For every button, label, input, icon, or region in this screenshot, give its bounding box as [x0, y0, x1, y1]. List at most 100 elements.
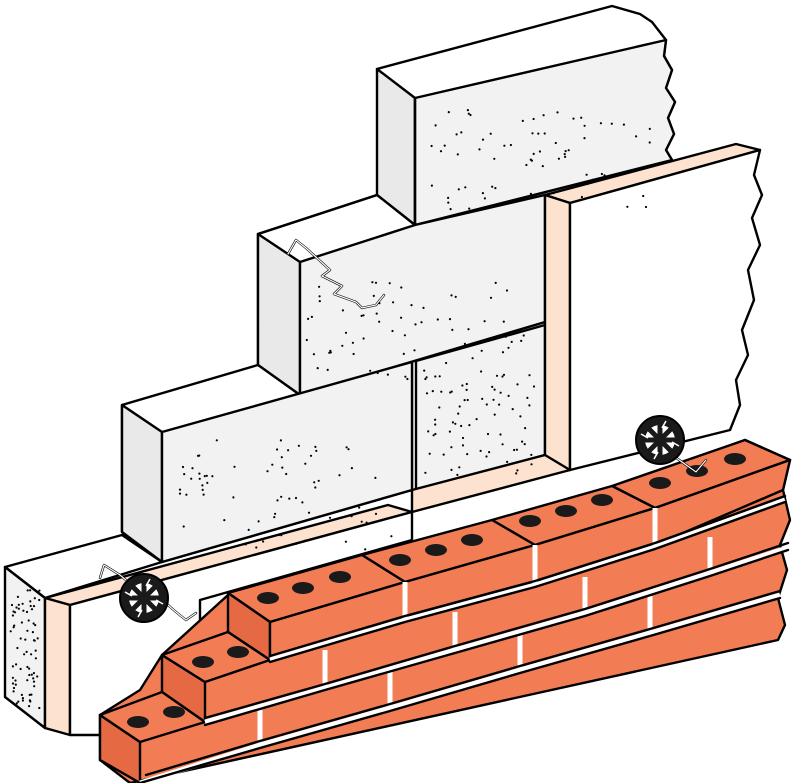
texture-dot: [467, 112, 470, 115]
texture-dot: [12, 686, 16, 690]
texture-dot: [16, 646, 19, 650]
texture-dot: [314, 445, 317, 448]
texture-dot: [277, 533, 281, 537]
texture-dot: [567, 149, 570, 152]
texture-dot: [297, 444, 300, 447]
texture-dot: [466, 398, 469, 402]
texture-dot: [26, 665, 29, 669]
texture-dot: [262, 540, 265, 543]
texture-dot: [21, 602, 24, 605]
texture-dot: [273, 516, 276, 519]
texture-dot: [635, 135, 638, 138]
texture-dot: [215, 439, 218, 442]
texture-dot: [481, 397, 484, 400]
texture-dot: [414, 323, 417, 326]
texture-dot: [505, 289, 509, 292]
texture-dot: [360, 520, 363, 523]
texture-dot: [439, 150, 443, 153]
texture-dot: [572, 117, 575, 120]
texture-dot: [280, 534, 283, 537]
texture-dot: [178, 492, 182, 495]
wall-tie-upper: [286, 238, 386, 310]
texture-dot: [280, 456, 283, 459]
texture-dot: [445, 361, 448, 365]
texture-dot: [610, 122, 613, 125]
texture-dot: [456, 473, 459, 476]
texture-dot: [449, 208, 452, 211]
texture-dot: [423, 369, 426, 372]
texture-dot: [458, 466, 461, 469]
texture-dot: [438, 375, 441, 378]
texture-dot: [32, 677, 35, 680]
texture-dot: [274, 512, 277, 515]
texture-dot: [425, 392, 429, 395]
texture-dot: [15, 606, 18, 609]
texture-dot: [344, 331, 348, 334]
texture-dot: [431, 390, 434, 393]
texture-dot: [471, 357, 474, 360]
texture-dot: [362, 314, 365, 317]
texture-dot: [413, 349, 416, 352]
texture-dot: [430, 144, 433, 148]
texture-dot: [506, 460, 509, 463]
texture-dot: [466, 109, 469, 112]
texture-dot: [247, 528, 250, 532]
texture-dot: [318, 285, 321, 288]
texture-dot: [532, 117, 535, 121]
texture-dot: [438, 406, 441, 409]
texture-dot: [32, 605, 36, 608]
texture-dot: [447, 201, 450, 204]
texture-dot: [478, 148, 481, 151]
texture-dot: [457, 188, 460, 191]
texture-dot: [516, 469, 519, 472]
texture-dot: [448, 318, 452, 321]
texture-dot: [33, 685, 36, 688]
retaining-clip-left: [119, 573, 169, 623]
texture-dot: [400, 286, 403, 289]
texture-dot: [266, 470, 269, 473]
texture-dot: [521, 440, 524, 443]
texture-dot: [392, 301, 395, 304]
texture-dot: [233, 465, 236, 468]
texture-dot: [17, 607, 20, 610]
texture-dot: [183, 473, 186, 476]
texture-dot: [31, 631, 34, 634]
texture-dot: [406, 377, 409, 381]
texture-dot: [465, 382, 468, 386]
texture-dot: [519, 415, 522, 418]
texture-dot: [432, 434, 435, 437]
texture-dot: [316, 367, 319, 370]
texture-dot: [489, 132, 492, 135]
texture-dot: [454, 295, 457, 298]
texture-dot: [461, 384, 464, 387]
texture-dot: [376, 371, 379, 375]
texture-dot: [28, 705, 31, 708]
texture-dot: [480, 349, 483, 352]
texture-dot: [509, 143, 512, 147]
texture-dot: [17, 603, 20, 606]
texture-dot: [600, 172, 604, 176]
texture-dot: [223, 519, 226, 522]
texture-dot: [11, 614, 14, 617]
texture-dot: [364, 548, 367, 551]
texture-dot: [11, 676, 14, 679]
texture-dot: [33, 639, 36, 642]
texture-dot: [19, 637, 22, 640]
texture-dot: [524, 427, 527, 430]
insulation-board-upper: [543, 142, 764, 472]
texture-dot: [26, 629, 29, 632]
mortar-joints: [139, 497, 788, 783]
texture-dot: [511, 408, 514, 411]
texture-dot: [489, 296, 493, 299]
texture-dot: [450, 294, 453, 297]
texture-dot: [30, 673, 33, 676]
texture-dot: [17, 700, 20, 703]
texture-dot: [503, 144, 506, 147]
texture-dot: [480, 370, 483, 373]
texture-dot: [350, 467, 353, 470]
texture-dot: [371, 281, 374, 284]
texture-dot: [424, 377, 427, 381]
texture-dot: [422, 306, 425, 309]
texture-dot: [603, 174, 606, 177]
texture-dot: [479, 449, 482, 452]
